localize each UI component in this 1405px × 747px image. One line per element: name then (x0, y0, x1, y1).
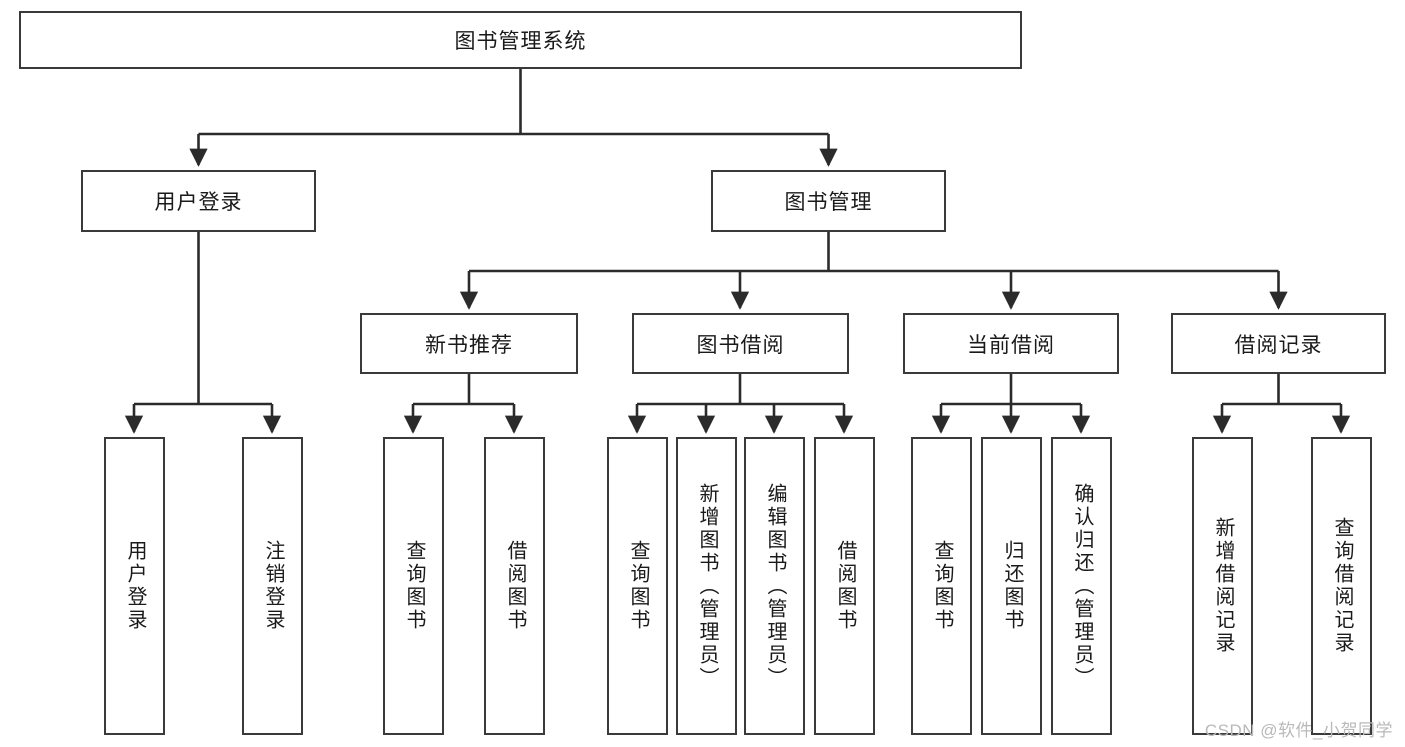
leaf-query-record[interactable]: 查询借阅记录 (1311, 437, 1372, 735)
leaf-borrow-book-2[interactable]: 借阅图书 (814, 437, 875, 735)
node-new-book-recommend[interactable]: 新书推荐 (360, 313, 578, 374)
node-borrow-record-label: 借阅记录 (1234, 333, 1323, 357)
leaf-user-login[interactable]: 用户登录 (104, 437, 165, 735)
leaf-query-book-2-label: 查询图书 (627, 540, 649, 632)
node-borrow-record[interactable]: 借阅记录 (1171, 313, 1386, 374)
leaf-confirm-return[interactable]: 确认归还（管理员） (1051, 437, 1112, 735)
node-current-borrow-label: 当前借阅 (967, 333, 1055, 357)
leaf-add-record[interactable]: 新增借阅记录 (1192, 437, 1253, 735)
leaf-edit-book-label: 编辑图书（管理员） (764, 482, 786, 690)
node-current-borrow[interactable]: 当前借阅 (903, 313, 1119, 374)
node-root-label: 图书管理系统 (454, 30, 587, 53)
node-book-borrow-label: 图书借阅 (696, 333, 785, 357)
leaf-return-book[interactable]: 归还图书 (981, 437, 1042, 735)
node-new-book-recommend-label: 新书推荐 (425, 333, 513, 357)
node-book-borrow[interactable]: 图书借阅 (632, 313, 849, 374)
leaf-borrow-book-1-label: 借阅图书 (504, 540, 526, 632)
watermark: CSDN @软件_小贺同学 (1204, 721, 1393, 740)
node-root[interactable]: 图书管理系统 (19, 11, 1022, 69)
leaf-add-record-label: 新增借阅记录 (1212, 517, 1234, 655)
leaf-query-book-1[interactable]: 查询图书 (383, 437, 444, 735)
leaf-query-book-3[interactable]: 查询图书 (911, 437, 972, 735)
leaf-add-book[interactable]: 新增图书（管理员） (676, 437, 737, 735)
leaf-user-login-label: 用户登录 (124, 540, 146, 632)
leaf-edit-book[interactable]: 编辑图书（管理员） (744, 437, 805, 735)
leaf-query-book-1-label: 查询图书 (403, 540, 425, 632)
leaf-logout-login-label: 注销登录 (262, 540, 284, 632)
leaf-borrow-book-2-label: 借阅图书 (834, 540, 856, 632)
leaf-confirm-return-label: 确认归还（管理员） (1071, 482, 1093, 690)
leaf-query-book-2[interactable]: 查询图书 (607, 437, 668, 735)
node-user-login-label: 用户登录 (154, 191, 243, 214)
leaf-borrow-book-1[interactable]: 借阅图书 (484, 437, 545, 735)
node-user-login[interactable]: 用户登录 (81, 170, 316, 232)
leaf-logout-login[interactable]: 注销登录 (242, 437, 303, 735)
leaf-query-record-label: 查询借阅记录 (1331, 517, 1353, 655)
leaf-return-book-label: 归还图书 (1001, 540, 1023, 632)
leaf-add-book-label: 新增图书（管理员） (696, 482, 718, 690)
leaf-query-book-3-label: 查询图书 (931, 540, 953, 632)
node-book-manage-label: 图书管理 (784, 191, 873, 214)
node-book-manage[interactable]: 图书管理 (711, 170, 946, 232)
